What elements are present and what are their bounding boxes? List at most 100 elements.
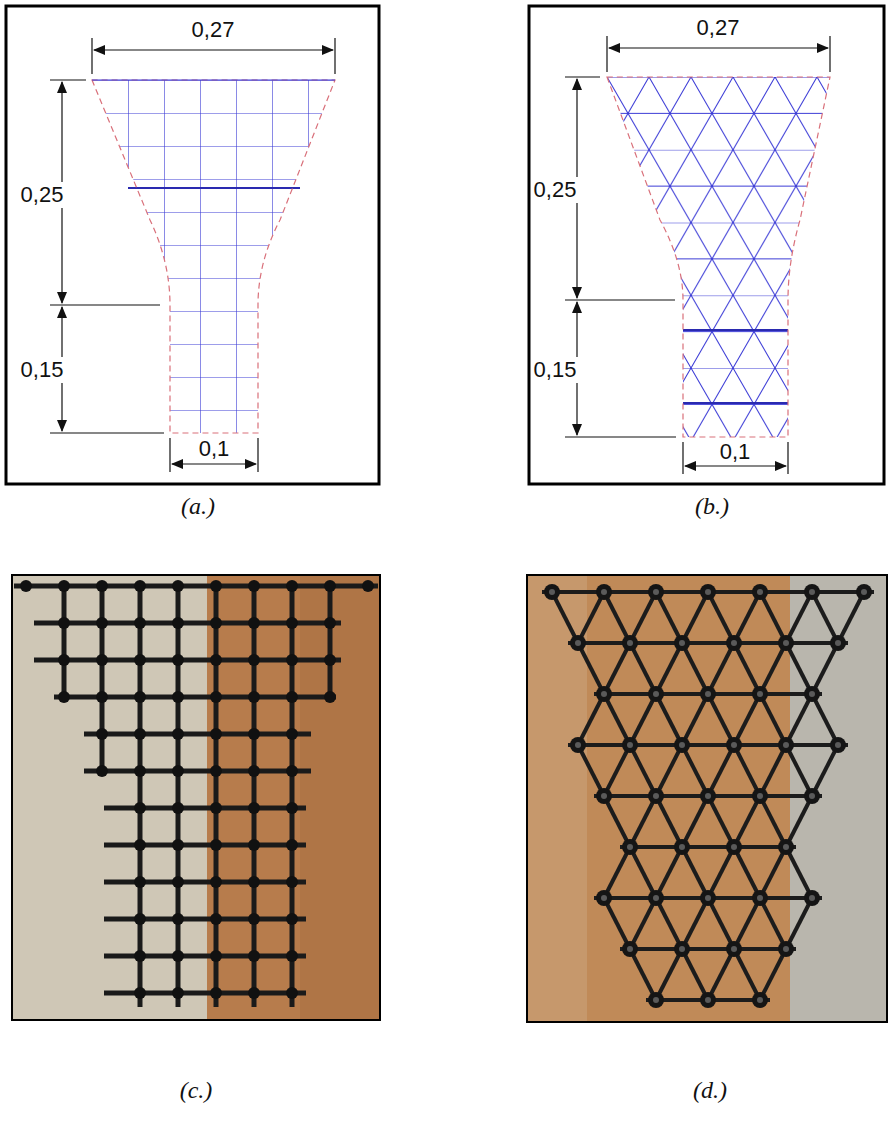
grid-node [96,580,108,592]
grid-node [286,580,298,592]
grid-node [700,890,716,906]
grid-node [286,654,298,666]
grid-node [134,765,146,777]
grid-node [96,654,108,666]
grid-node-center [653,691,659,697]
grid-strand [568,743,848,747]
grid-node-center [601,793,607,799]
grid-node [58,617,70,629]
grid-node-center [783,844,789,850]
grid-node [752,992,768,1008]
square-grid [80,70,350,450]
grid-strand [656,796,682,847]
grid-node [286,876,298,888]
grid-strand [568,641,848,645]
grid-node [286,987,298,999]
grid-strand [682,694,708,745]
grid-strand [838,592,864,643]
grid-strand [578,592,604,643]
grid-node-center [809,691,815,697]
grid-node [324,691,336,703]
grid-node [778,941,794,957]
grid-node [248,950,260,962]
grid-node [856,584,872,600]
grid-strand [708,694,734,745]
grid-strand [630,796,656,847]
grid-node [726,839,742,855]
grid-strand [760,949,786,1000]
grid-node [134,913,146,925]
grid-strand [630,592,656,643]
grid-node [172,617,184,629]
grid-node [648,890,664,906]
grid-strand [812,694,838,745]
grid-strand [630,898,656,949]
grid-strand [760,898,786,949]
grid-strand [786,694,812,745]
panel-caption: (a.) [181,493,215,520]
grid-node [804,890,820,906]
grid-strand [734,694,760,745]
grid-strand [656,745,682,796]
grid-strand [682,796,708,847]
grid-node [248,839,260,851]
grid-strand [594,692,822,696]
grid-node [674,635,690,651]
grid-node [286,802,298,814]
grid-node [726,737,742,753]
grid-strand [552,592,578,643]
grid-node [622,737,638,753]
grid-node [570,737,586,753]
grid-node [96,691,108,703]
grid-node-center [757,793,763,799]
grid-node-center [679,742,685,748]
triangular-grid [595,70,845,450]
grid-strand [682,847,708,898]
grid-strand [620,947,796,951]
grid-node [248,987,260,999]
dimension-text: 0,1 [718,439,753,465]
panel-caption: (c.) [180,1077,213,1104]
grid-node-center [575,742,581,748]
grid-node [324,617,336,629]
grid-strand [682,643,708,694]
grid-strand [594,896,822,900]
grid-node [286,765,298,777]
grid-node [172,765,184,777]
grid-node [596,788,612,804]
grid-node [596,686,612,702]
panel-caption: (d.) [693,1077,727,1104]
grid-strand [604,796,630,847]
grid-node [172,876,184,888]
grid-strand [630,745,656,796]
grid-strand [578,694,604,745]
grid-node [752,584,768,600]
grid-strand [594,794,822,798]
grid-node [172,802,184,814]
grid-node-center [783,640,789,646]
grid-node-center [809,793,815,799]
photo-frame [527,575,887,1022]
grid-node-center [627,640,633,646]
panel-frame [529,6,884,484]
grid-strand [578,643,604,694]
grid-node-center [731,640,737,646]
dimension-lines [565,36,830,474]
grid-node-center [731,946,737,952]
grid-strand [734,643,760,694]
grid-node-center [575,640,581,646]
grid-node-center [731,742,737,748]
grid-node [778,839,794,855]
grid-node-center [601,691,607,697]
grid-node [210,580,222,592]
grid-node [172,728,184,740]
grid-node [778,635,794,651]
grid-node-center [835,640,841,646]
grid-node-center [809,895,815,901]
grid-node [172,839,184,851]
grid-strand [604,592,630,643]
grid-node [134,580,146,592]
grid-node-center [601,895,607,901]
grid-node-center [627,946,633,952]
grid-node [248,580,260,592]
